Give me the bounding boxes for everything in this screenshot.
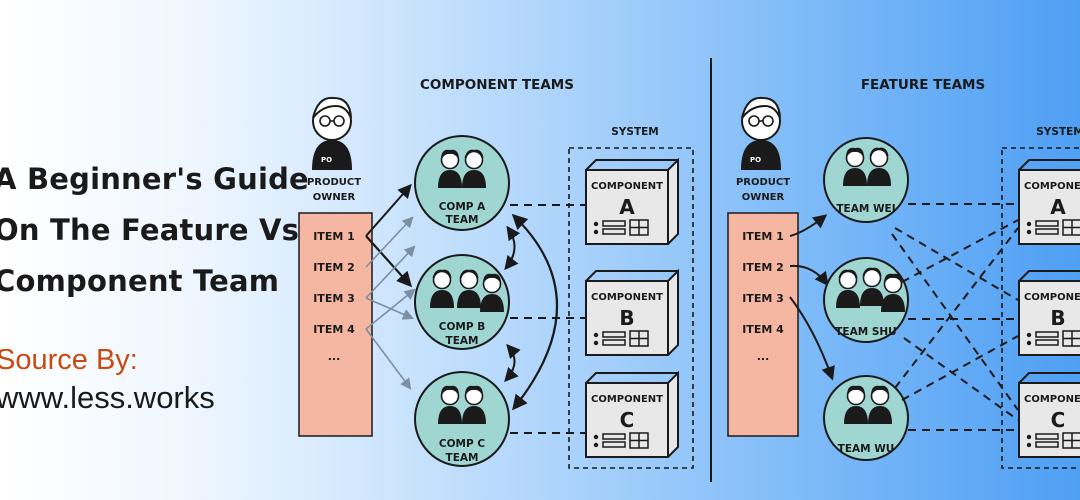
backlog-item: ... (328, 350, 341, 363)
po-badge: PO (750, 156, 761, 164)
team-label: TEAM (446, 214, 479, 226)
team-label: COMP A (439, 201, 486, 213)
component-letter: B (619, 306, 634, 330)
component-letter: A (1050, 195, 1066, 219)
component-teams-heading: COMPONENT TEAMS (420, 77, 574, 93)
backlog-item: ITEM 1 (313, 230, 355, 243)
team-label: TEAM SHU (835, 326, 896, 338)
backlog-to-team-arrows (365, 183, 416, 390)
backlog-item: ... (757, 350, 770, 363)
source-label: Source By: (0, 344, 138, 376)
team-to-component-links (891, 203, 1019, 431)
team-coordination-arrows (504, 213, 559, 411)
team-circle-shu (823, 257, 909, 343)
product-owner-label: PRODUCT (736, 177, 790, 188)
article-title: A Beginner's Guide On The Feature Vs. Co… (0, 154, 311, 307)
po-badge: PO (321, 156, 332, 164)
system-label: SYSTEM (1036, 126, 1080, 138)
system-boundary (1001, 147, 1080, 469)
backlog-item: ITEM 4 (313, 323, 355, 336)
backlog-to-team-arrows (789, 214, 835, 381)
backlog-item: ITEM 1 (742, 230, 784, 243)
product-backlog (727, 212, 799, 437)
team-label: TEAM WEI (836, 203, 895, 215)
team-circle-comp-c (414, 371, 510, 467)
product-owner-label: PRODUCT (307, 177, 361, 188)
backlog-item: ITEM 3 (742, 292, 784, 305)
team-label: TEAM WU (838, 443, 895, 455)
component-label: COMPONENT (1024, 181, 1080, 192)
source-url: www.less.works (0, 380, 215, 415)
system-label: SYSTEM (611, 126, 659, 138)
component-label: COMPONENT (591, 292, 663, 303)
system-boundary (568, 147, 694, 469)
product-owner-label: OWNER (742, 192, 785, 203)
title-line: On The Feature Vs. (0, 213, 311, 247)
title-line: Component Team (0, 264, 280, 298)
backlog-item: ITEM 3 (313, 292, 355, 305)
component-box-c (1018, 372, 1080, 458)
team-label: COMP B (439, 321, 485, 333)
feature-teams-heading: FEATURE TEAMS (861, 77, 985, 93)
backlog-item: ITEM 2 (742, 261, 784, 274)
component-letter: C (1051, 408, 1066, 432)
title-line: A Beginner's Guide (0, 162, 309, 196)
product-owner-figure: PO (312, 96, 352, 170)
team-label: TEAM (446, 452, 479, 464)
product-owner-label: OWNER (313, 192, 356, 203)
component-label: COMPONENT (1024, 394, 1080, 405)
team-circle-comp-a (414, 135, 510, 231)
product-owner-figure: PO (741, 96, 781, 170)
team-label: COMP C (439, 438, 485, 450)
team-circle-wei (823, 137, 909, 223)
team-label: TEAM (446, 335, 479, 347)
backlog-item: ITEM 4 (742, 323, 784, 336)
component-letter: C (620, 408, 635, 432)
component-label: COMPONENT (1024, 292, 1080, 303)
team-circle-wu (823, 375, 909, 461)
component-letter: A (619, 195, 635, 219)
component-label: COMPONENT (591, 181, 663, 192)
team-circle-comp-b (414, 254, 510, 350)
team-to-component-links (510, 204, 585, 434)
component-letter: B (1050, 306, 1065, 330)
backlog-item: ITEM 2 (313, 261, 355, 274)
product-backlog (298, 212, 373, 437)
component-label: COMPONENT (591, 394, 663, 405)
